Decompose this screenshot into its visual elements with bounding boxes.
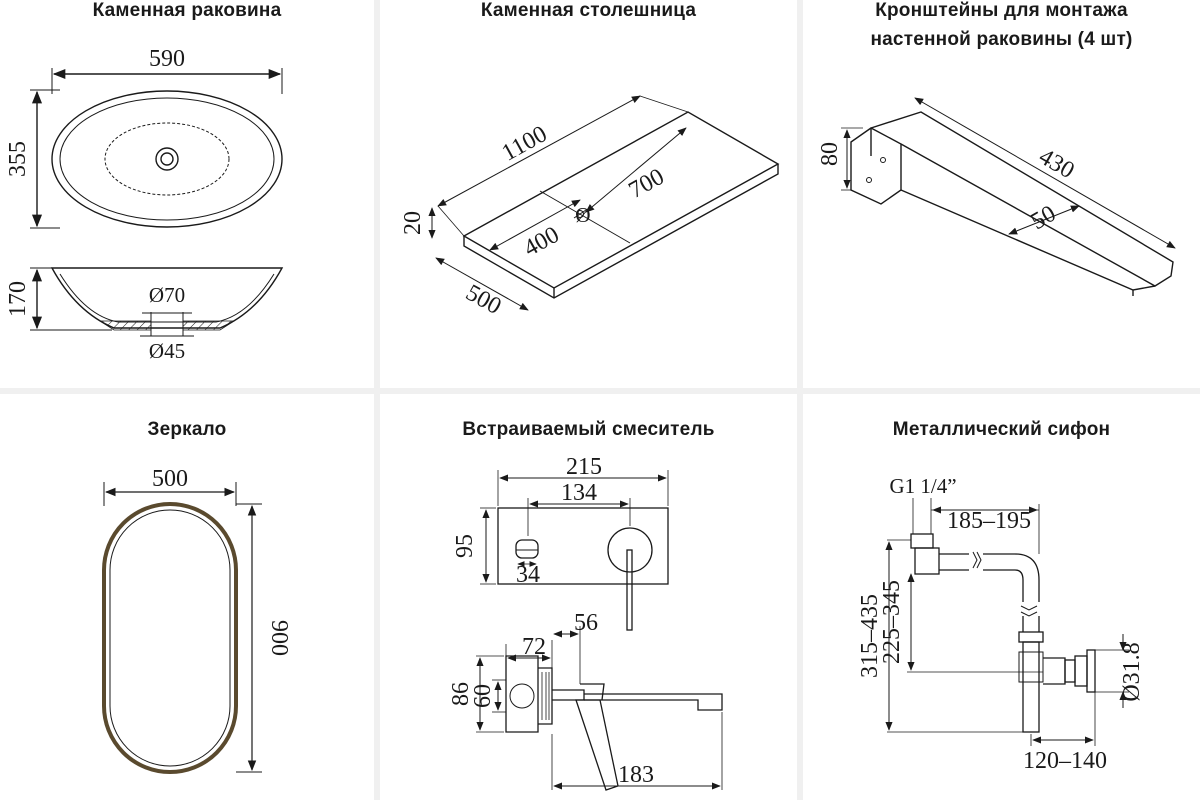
- siphon-total-height-label: 315–435: [857, 594, 883, 678]
- panel-title: Каменная раковина: [92, 0, 282, 21]
- mixer-lever-side: [575, 699, 619, 791]
- mirror-drawing: 500 900: [102, 466, 292, 774]
- panel-title: Зеркало: [147, 419, 227, 440]
- drain-icon: [155, 147, 179, 171]
- panel-title: Металлический сифон: [892, 419, 1111, 440]
- mixer-plate-height-label: 95: [452, 534, 478, 558]
- siphon-bottom-length-label: 120–140: [1023, 748, 1107, 774]
- panel-divider-vertical-1: [374, 0, 380, 800]
- siphon-pipe: [983, 553, 1040, 602]
- mirror-glass: [109, 509, 231, 767]
- mixer-spout-length-label: 183: [618, 762, 654, 788]
- mirror-height-label: 900: [266, 620, 292, 656]
- siphon-bottle: [1022, 641, 1040, 733]
- sink-height-label: 170: [5, 281, 31, 317]
- bracket-mount-plate: [850, 127, 902, 205]
- panel-metal-siphon: Металлический сифон: [803, 394, 1200, 800]
- countertop-hole-position-label: 400: [520, 222, 564, 262]
- countertop-drawing: 1100 700 400 Ø 500 20: [400, 95, 780, 320]
- bracket-height-label: 80: [817, 142, 843, 166]
- dimension-line: [914, 97, 1176, 249]
- sink-width-label: 590: [149, 46, 185, 72]
- mixer-drawing: 215 134 95 34 72 56 86 60 183: [448, 454, 723, 791]
- siphon-inlet: [910, 533, 934, 549]
- panel-title-line-1: Кронштейны для монтажа: [875, 0, 1128, 21]
- bracket-arm: [870, 111, 1174, 287]
- drain-outer-diameter-label: Ø70: [149, 283, 185, 307]
- panel-built-in-mixer: Встраиваемый смеситель: [380, 394, 797, 800]
- panel-title-line-2: настенной раковины (4 шт): [870, 29, 1133, 50]
- countertop-thickness-label: 20: [400, 211, 426, 235]
- mixer-handle-width-label: 34: [516, 562, 540, 588]
- dimension-line: [437, 95, 641, 207]
- mixer-lever: [626, 549, 633, 631]
- panel-mirror: Зеркало 500 900: [0, 394, 374, 800]
- siphon-outlet-height-label: 225–345: [879, 580, 905, 664]
- mirror-width-label: 500: [152, 466, 188, 492]
- mixer-body-height-label: 86: [448, 682, 474, 706]
- dimension-line: [585, 127, 687, 213]
- sink-outline: [51, 90, 283, 228]
- dimension-line: [489, 199, 581, 251]
- siphon-top-fitting: [914, 547, 940, 575]
- brackets-drawing: 430 50 80: [817, 97, 1176, 296]
- siphon-drawing: G1 1/4” 185–195 315–435 225–345 Ø31.8 12…: [857, 474, 1145, 774]
- panel-divider-horizontal: [0, 388, 1200, 394]
- mixer-diverter-icon: [515, 539, 539, 559]
- dimension-line: [1008, 205, 1080, 235]
- countertop-offset-label: 700: [625, 164, 669, 204]
- mixer-body-depth-label: 72: [522, 634, 546, 660]
- siphon-thread-label: G1 1/4”: [889, 474, 956, 498]
- panel-stone-countertop: Каменная столешница 1100 700 400 Ø: [380, 0, 797, 388]
- drain-inner-diameter-label: Ø45: [149, 339, 185, 363]
- siphon-outlet-diameter-label: Ø31.8: [1119, 642, 1145, 701]
- mixer-spout-offset-label: 56: [574, 610, 598, 636]
- countertop-length-label: 1100: [498, 121, 552, 167]
- panel-title: Встраиваемый смеситель: [462, 419, 715, 440]
- mixer-spout: [584, 693, 723, 711]
- siphon-outlet-nut: [1086, 649, 1096, 693]
- mixer-handle-icon: [607, 527, 653, 573]
- sink-depth-label: 355: [5, 141, 31, 177]
- panel-stone-sink: Каменная раковина: [0, 0, 374, 388]
- dimension-line: [435, 257, 529, 311]
- panel-brackets: Кронштейны для монтажа настенной раковин…: [803, 0, 1200, 388]
- mixer-center-distance-label: 134: [561, 480, 597, 506]
- mirror-frame: [102, 502, 238, 774]
- mixer-body-diameter-label: 60: [470, 684, 496, 708]
- mixer-plate-width-label: 215: [566, 454, 602, 480]
- bracket-length-label: 430: [1034, 144, 1078, 185]
- siphon-top-length-label: 185–195: [947, 508, 1031, 534]
- sink-drawing: 590 355 170 Ø70 Ø45: [5, 46, 284, 363]
- mixer-handle-side: [580, 683, 605, 701]
- mixer-wall-plate: [497, 507, 669, 585]
- countertop-hole-symbol: Ø: [575, 203, 590, 227]
- mixer-body-side: [505, 655, 539, 733]
- countertop-depth-label: 500: [461, 280, 505, 320]
- panel-divider-vertical-2: [797, 0, 803, 800]
- panel-title: Каменная столешница: [480, 0, 697, 21]
- sink-bowl-outline: [104, 122, 230, 196]
